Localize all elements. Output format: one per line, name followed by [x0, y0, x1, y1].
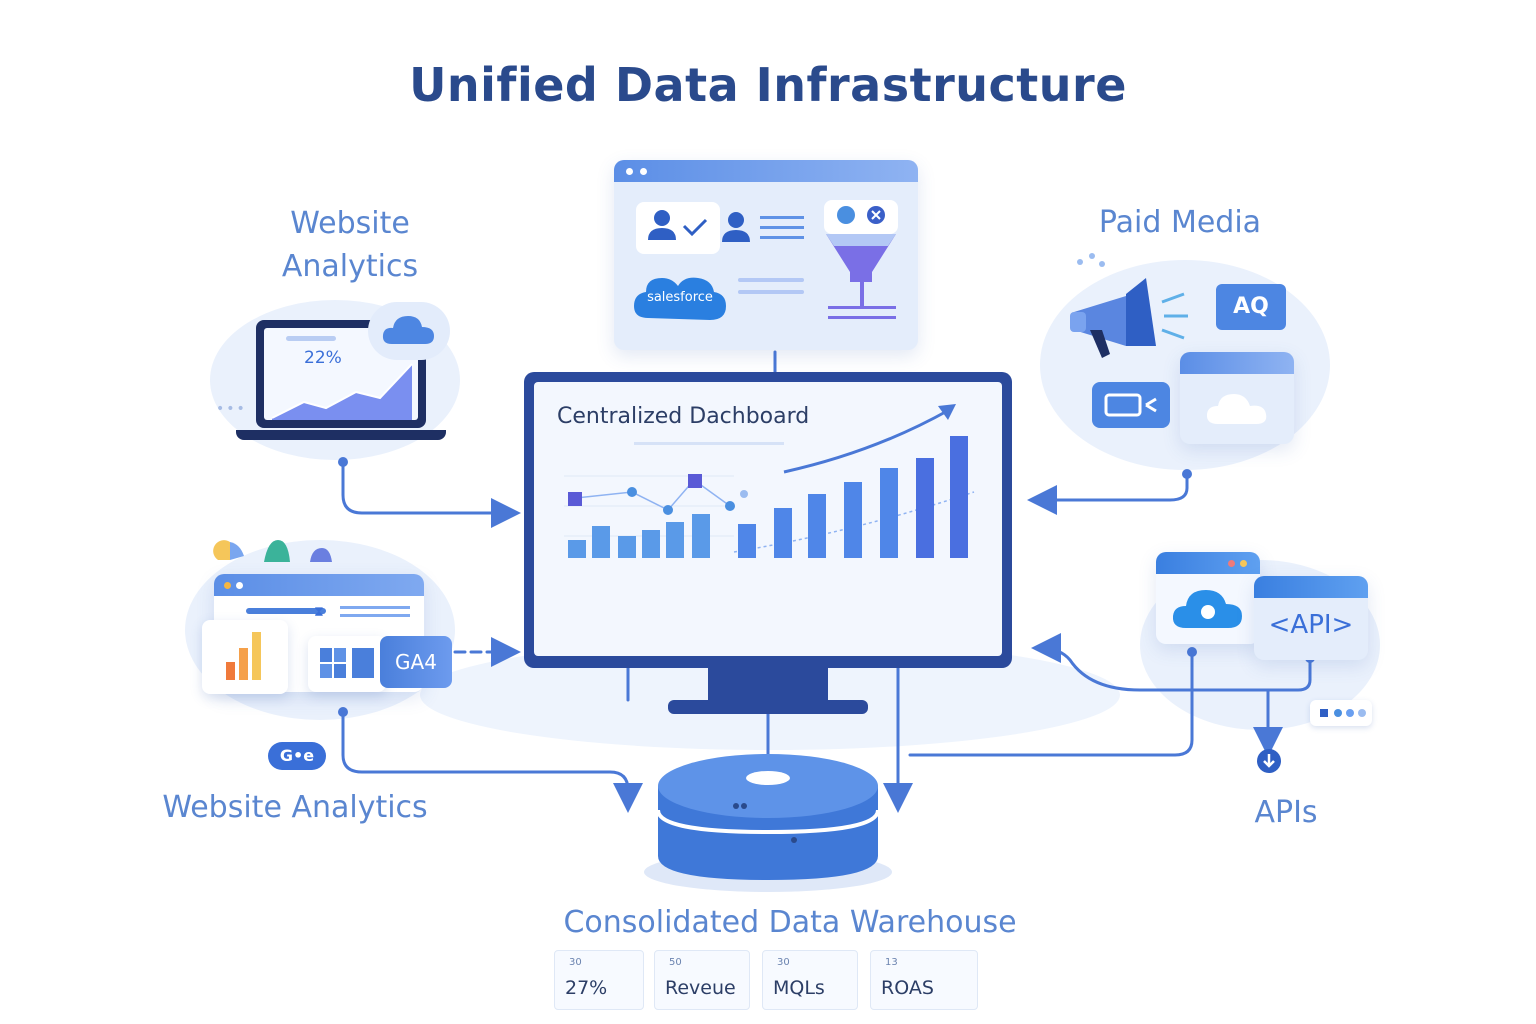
dashboard-bar: [774, 508, 792, 558]
contacts-card: [636, 202, 720, 254]
windows-grid-icon: [320, 648, 374, 678]
crm-window: salesforce: [614, 160, 918, 350]
colored-shapes-icon: [212, 534, 342, 568]
cloud-window-icon: [1206, 394, 1267, 424]
grid-card: [308, 636, 386, 692]
kpi-card-2: 50 Reveue: [654, 950, 750, 1010]
connector-api-to-dashboard-2: [1031, 633, 1312, 692]
kpi-value-2: Reveue: [665, 977, 736, 999]
label-apis: APIs: [1254, 795, 1318, 830]
dashboard-bar: [950, 436, 968, 558]
dashboard-bar: [738, 524, 756, 558]
mini-bar-chart: [226, 632, 261, 680]
dashboard-bar: [642, 530, 660, 558]
dots-icon: •••: [216, 401, 247, 417]
video-badge: [1092, 382, 1170, 428]
monitor-base: [668, 700, 868, 714]
label-paid-media: Paid Media: [1098, 205, 1262, 240]
kpi-card-3: 30 MQLs: [762, 950, 858, 1010]
kpi-value-4: ROAS: [881, 977, 934, 999]
g-badge: G•e: [268, 742, 326, 770]
monitor-neck: [708, 668, 828, 704]
kpi-value-3: MQLs: [773, 977, 825, 999]
download-icon: [1257, 749, 1281, 773]
user-list-icon: [722, 212, 804, 242]
dashboard-title: Centralized Dachboard: [557, 404, 810, 429]
dashboard-bar: [808, 494, 826, 558]
salesforce-logo: salesforce: [632, 268, 728, 326]
dashboard-bar: [618, 536, 636, 558]
connector-g-to-warehouse: [341, 710, 643, 813]
api-badge: <API>: [1268, 610, 1354, 640]
label-website-analytics-bottom: Website Analytics: [162, 790, 428, 825]
paid-media-window: [1180, 352, 1294, 444]
dashboard-bar: [844, 482, 862, 558]
mini-bar-chart-card: [202, 620, 288, 694]
cloud-api-icon: [1172, 590, 1242, 628]
dashboard-bars: [568, 436, 968, 558]
cloud-icon: [382, 316, 434, 344]
api-window: <API>: [1254, 576, 1368, 660]
kpi-value-1: 27%: [565, 977, 608, 999]
connector-api-to-dashboard: [908, 650, 1194, 757]
megaphone-icon: [1070, 253, 1188, 358]
laptop-percent: 22%: [304, 348, 342, 368]
label-website-analytics-top: Website Analytics: [281, 206, 419, 284]
label-warehouse: Consolidated Data Warehouse: [563, 905, 1017, 940]
dashboard-bar: [592, 526, 610, 558]
ad-badge: AQ: [1216, 284, 1286, 330]
dashboard-chart: [564, 404, 975, 553]
diagram-title: Unified Data Infrastructure: [409, 58, 1127, 112]
dashboard-monitor: Centralized Dachboard 30 27% 50 Reveue: [524, 372, 1012, 1010]
dashboard-screen: Centralized Dachboard 30 27% 50 Reveue: [534, 382, 1002, 1010]
dashboard-bar: [880, 468, 898, 558]
dashboard-bar: [666, 522, 684, 558]
kpi-card-1: 30 27%: [554, 950, 644, 1010]
dashboard-bar: [692, 514, 710, 558]
data-warehouse-cylinder: [644, 754, 892, 892]
funnel-header: [824, 200, 898, 234]
user-check-icon: [648, 210, 708, 240]
ga4-badge: GA4: [380, 636, 452, 688]
api-cloud-window: [1156, 552, 1260, 644]
kpi-card-4: 13 ROAS: [870, 950, 978, 1010]
dashboard-bar: [568, 540, 586, 558]
laptop-base: [236, 430, 446, 440]
connector-paid-to-dashboard: [1027, 472, 1189, 515]
status-icons: [837, 206, 885, 224]
dashboard-bar: [916, 458, 934, 558]
laptop-area-chart: [271, 363, 413, 420]
funnel-icon: [826, 234, 896, 319]
video-icon: [1104, 393, 1157, 417]
api-status-pill: [1310, 700, 1372, 726]
connector-website-to-dashboard: [341, 460, 521, 528]
